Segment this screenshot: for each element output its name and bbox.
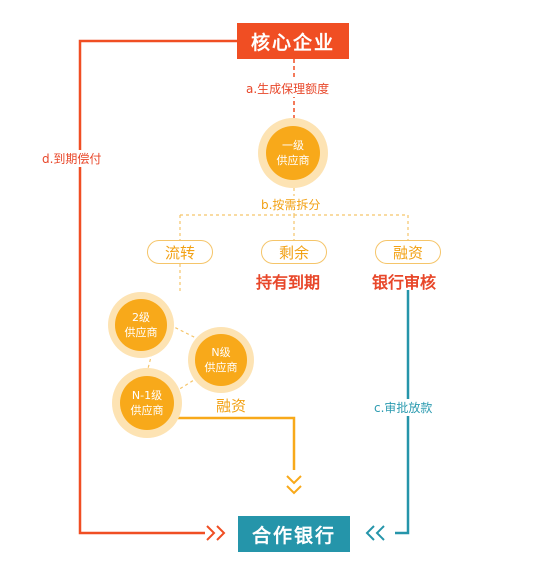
tier1-line2: 供应商	[276, 154, 310, 167]
tier1-supplier-node: 一级 供应商	[258, 118, 328, 188]
circulate-pill: 流转	[147, 240, 213, 264]
financing-result: 银行审核	[372, 273, 437, 292]
financing-flow-label: 融资	[214, 395, 249, 416]
tierN-supplier-node: N级 供应商	[188, 327, 254, 393]
tier2-supplier-node: 2级 供应商	[108, 292, 174, 358]
tier2-line2: 供应商	[124, 326, 158, 339]
core-enterprise-box: 核心企业	[237, 23, 349, 59]
tierN1-line2: 供应商	[130, 404, 164, 417]
financing-pill: 融资	[375, 240, 441, 264]
repayment-line	[78, 39, 237, 535]
tier1-line1: 一级	[282, 139, 304, 152]
label-c: c.审批放款	[372, 399, 435, 416]
tier2-line1: 2级	[132, 311, 150, 324]
tierN1-supplier-node: N-1级 供应商	[112, 368, 182, 438]
label-d: d.到期偿付	[40, 150, 104, 167]
tier-financing-line	[178, 416, 296, 470]
cooperative-bank-box: 合作银行	[238, 516, 350, 552]
remaining-result: 持有到期	[256, 273, 321, 292]
remaining-pill: 剩余	[261, 240, 327, 264]
tierN-line1: N级	[211, 346, 231, 359]
label-a: a.生成保理额度	[244, 80, 332, 97]
tierN-line2: 供应商	[204, 361, 238, 374]
loan-approval-line	[395, 290, 410, 535]
tierN1-line1: N-1级	[131, 389, 163, 402]
label-b: b.按需拆分	[259, 196, 323, 213]
